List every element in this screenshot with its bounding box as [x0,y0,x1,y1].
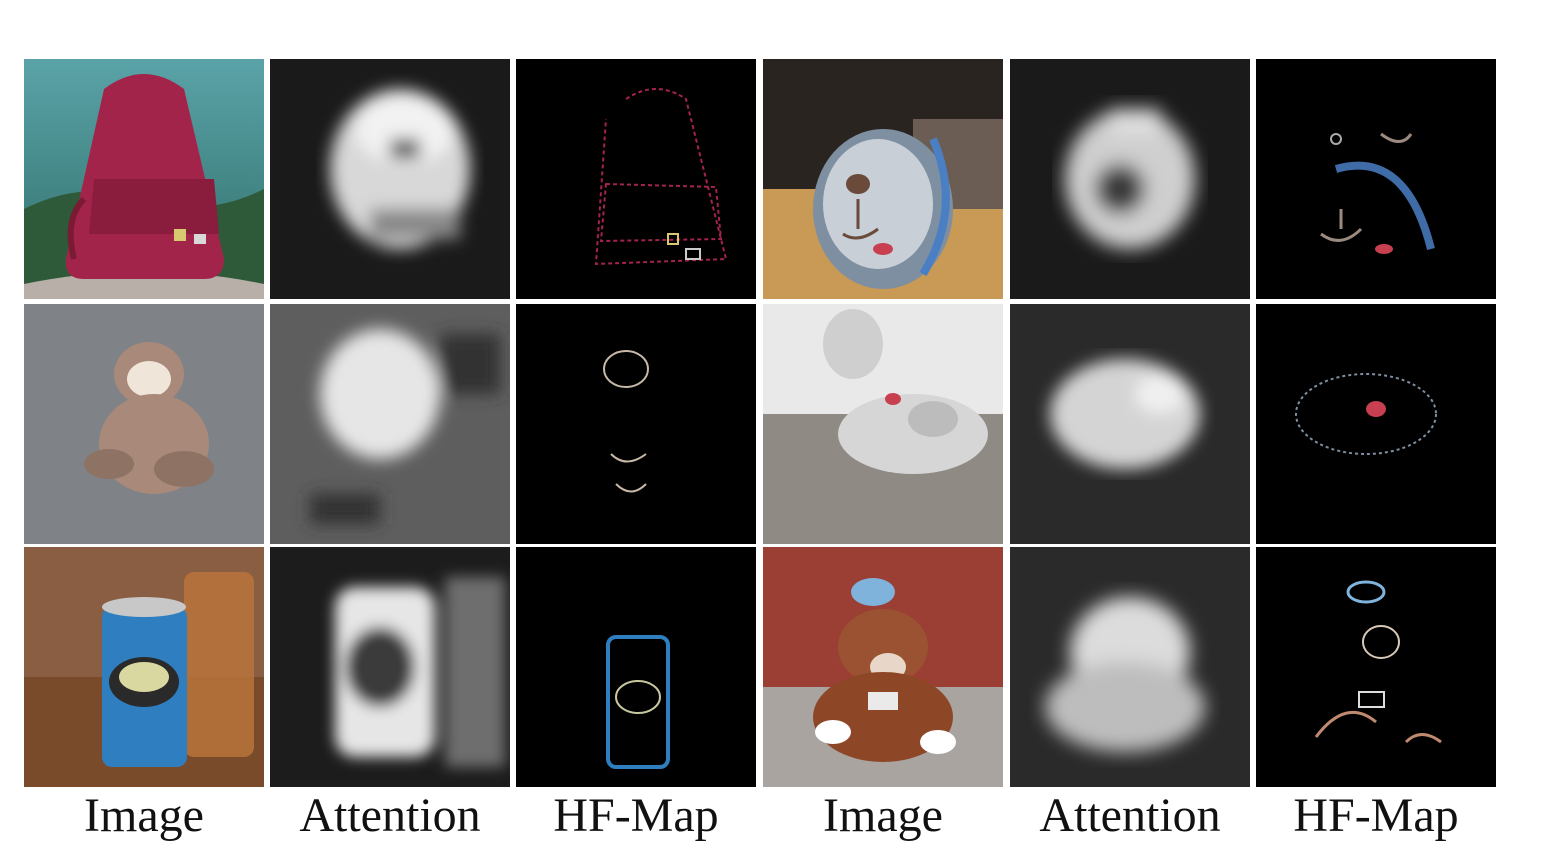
column-label-attention-1: Attention [299,789,481,842]
image-dog-backpack [763,59,1003,299]
column-label-hfmap-2: HF-Map [1293,789,1459,842]
image-red-backpack [24,59,264,299]
attention-teddy-bear [1010,547,1250,787]
image-sloth-plush [24,304,264,544]
attention-dog-backpack [1010,59,1250,299]
hfmap-red-backpack [516,59,756,299]
hfmap-husky-plush [1256,304,1496,544]
image-husky-plush [763,304,1003,544]
attention-red-backpack [270,59,510,299]
image-beer-can [24,547,264,787]
hfmap-dog-backpack [1256,59,1496,299]
image-teddy-bear [763,547,1003,787]
attention-beer-can [270,547,510,787]
hfmap-beer-can [516,547,756,787]
column-label-image-2: Image [823,789,943,842]
column-label-hfmap-1: HF-Map [553,789,719,842]
attention-husky-plush [1010,304,1250,544]
hfmap-teddy-bear [1256,547,1496,787]
attention-sloth-plush [270,304,510,544]
hfmap-sloth-plush [516,304,756,544]
column-label-image-1: Image [84,789,204,842]
column-label-attention-2: Attention [1039,789,1221,842]
